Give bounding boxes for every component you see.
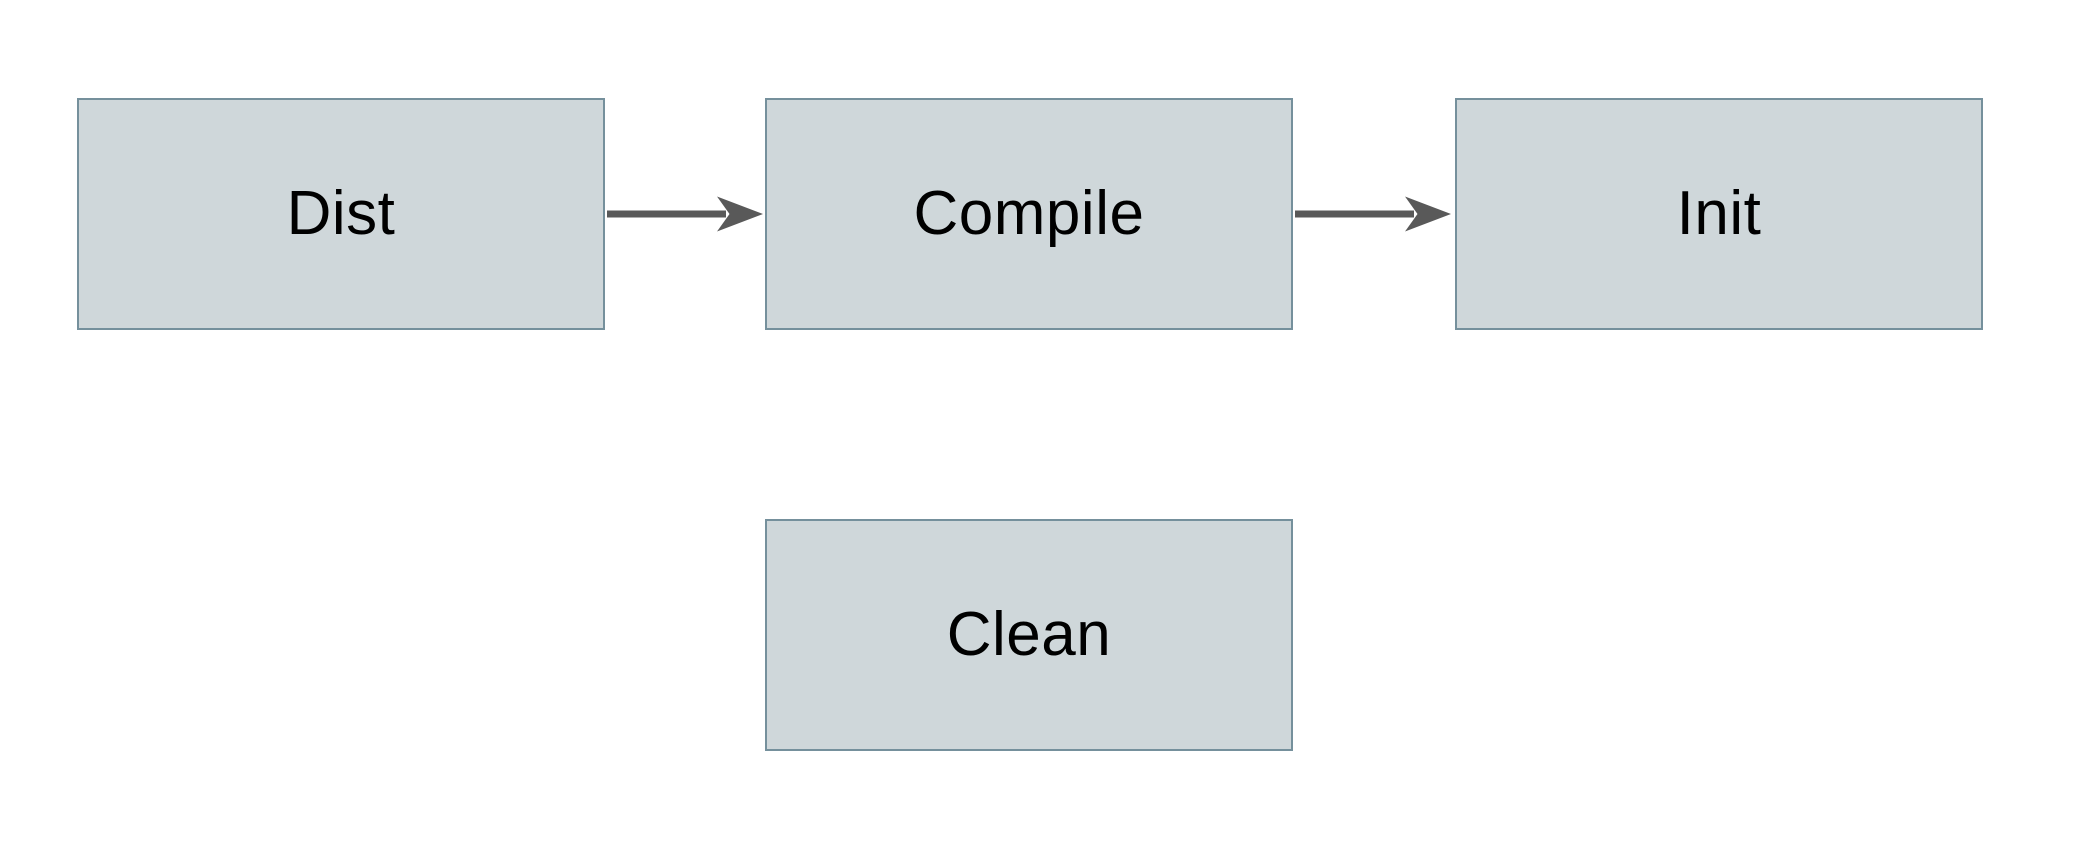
arrow-compile-to-init — [1295, 196, 1451, 232]
node-dist: Dist — [77, 98, 605, 330]
node-clean: Clean — [765, 519, 1293, 751]
arrow-dist-to-compile — [607, 196, 763, 232]
node-init: Init — [1455, 98, 1983, 330]
node-compile: Compile — [765, 98, 1293, 330]
node-compile-label: Compile — [913, 179, 1145, 248]
node-dist-label: Dist — [286, 179, 396, 248]
node-clean-label: Clean — [946, 600, 1112, 669]
node-init-label: Init — [1676, 179, 1762, 248]
